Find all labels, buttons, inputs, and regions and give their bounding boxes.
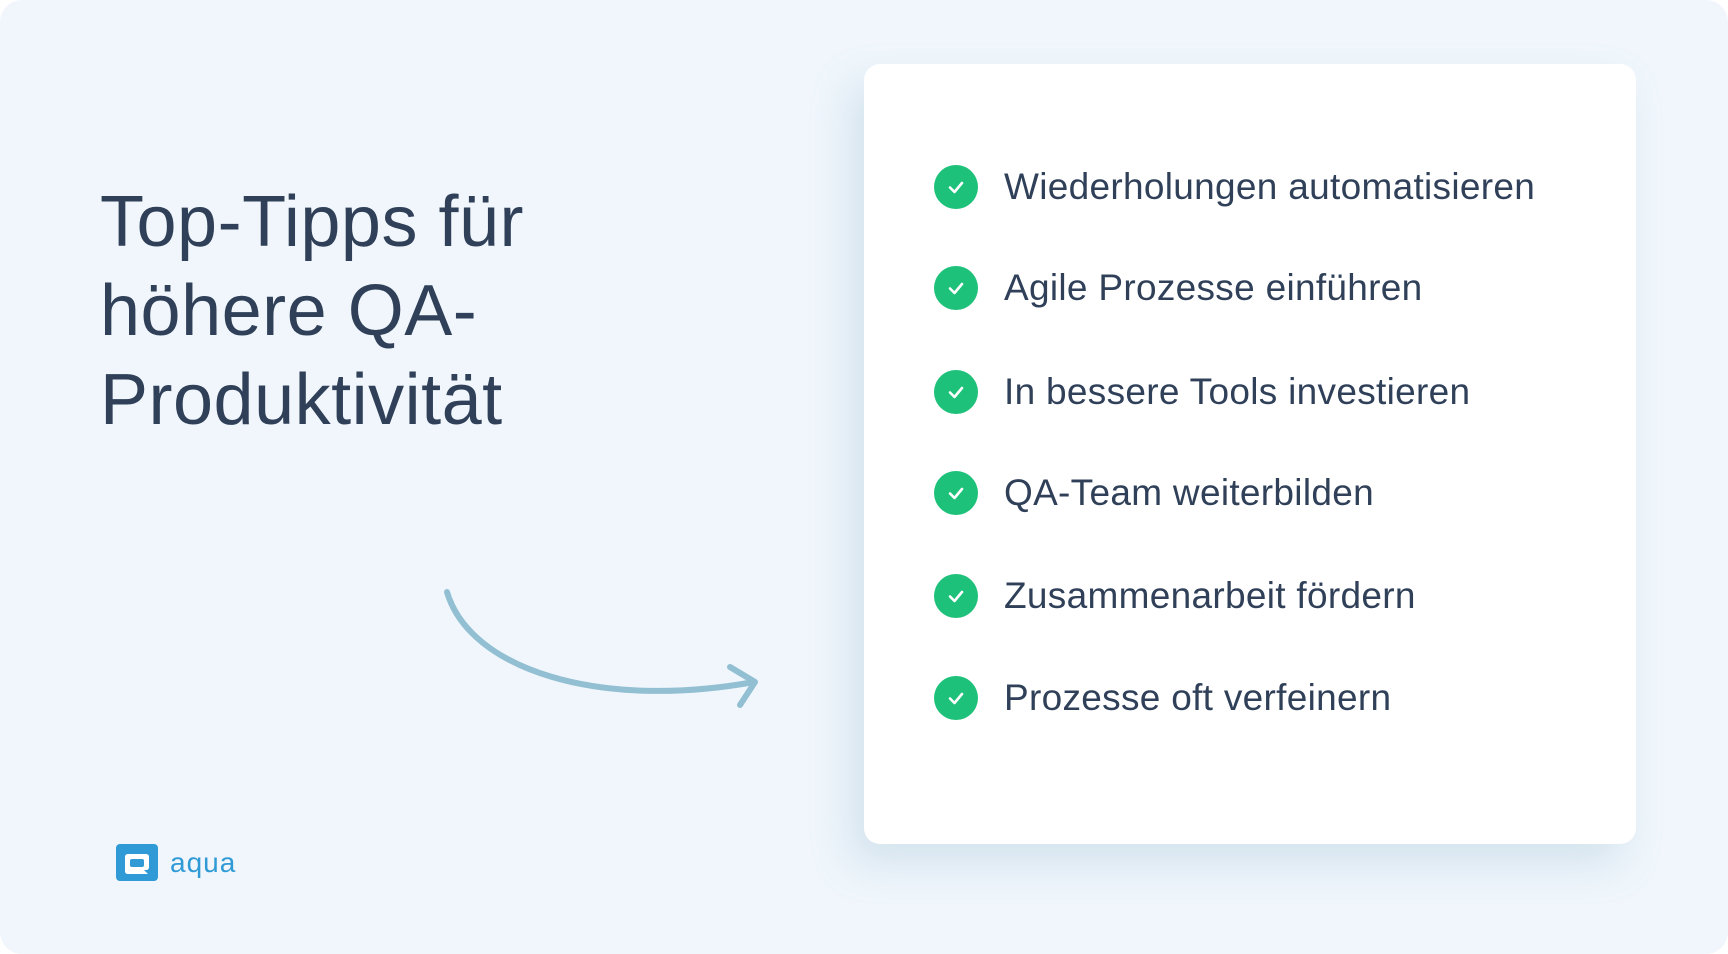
tip-label: Agile Prozesse einführen <box>1004 267 1423 308</box>
tip-label: Wiederholungen automatisieren <box>1004 166 1536 207</box>
title-line-2: höhere QA- <box>100 271 478 351</box>
tip-item-6: Prozesse oft verfeinern <box>934 673 1391 723</box>
tip-item-2: Agile Prozesse einführen <box>934 263 1423 313</box>
check-circle-icon <box>934 165 978 209</box>
tip-item-5: Zusammenarbeit fördern <box>934 571 1416 621</box>
tip-item-3: In bessere Tools investieren <box>934 367 1470 417</box>
check-circle-icon <box>934 574 978 618</box>
tips-card: Wiederholungen automatisieren Agile Proz… <box>864 64 1636 844</box>
tip-label: Prozesse oft verfeinern <box>1004 677 1392 718</box>
check-circle-icon <box>934 370 978 414</box>
aqua-logo-icon <box>116 844 158 881</box>
logo-text: aqua <box>170 846 237 878</box>
tip-item-1: Wiederholungen automatisieren <box>934 162 1535 212</box>
check-circle-icon <box>934 676 978 720</box>
tip-item-4: QA-Team weiterbilden <box>934 468 1374 518</box>
tip-label: In bessere Tools investieren <box>1004 371 1471 412</box>
check-circle-icon <box>934 266 978 310</box>
title-line-3: Produktivität <box>100 360 503 440</box>
tip-label: QA-Team weiterbilden <box>1004 472 1374 513</box>
page-title: Top-Tipps für höhere QA- Produktivität <box>100 178 660 445</box>
aqua-logo: aqua <box>116 844 236 881</box>
title-line-1: Top-Tipps für <box>100 182 524 262</box>
tip-label: Zusammenarbeit fördern <box>1004 575 1416 616</box>
check-circle-icon <box>934 471 978 515</box>
